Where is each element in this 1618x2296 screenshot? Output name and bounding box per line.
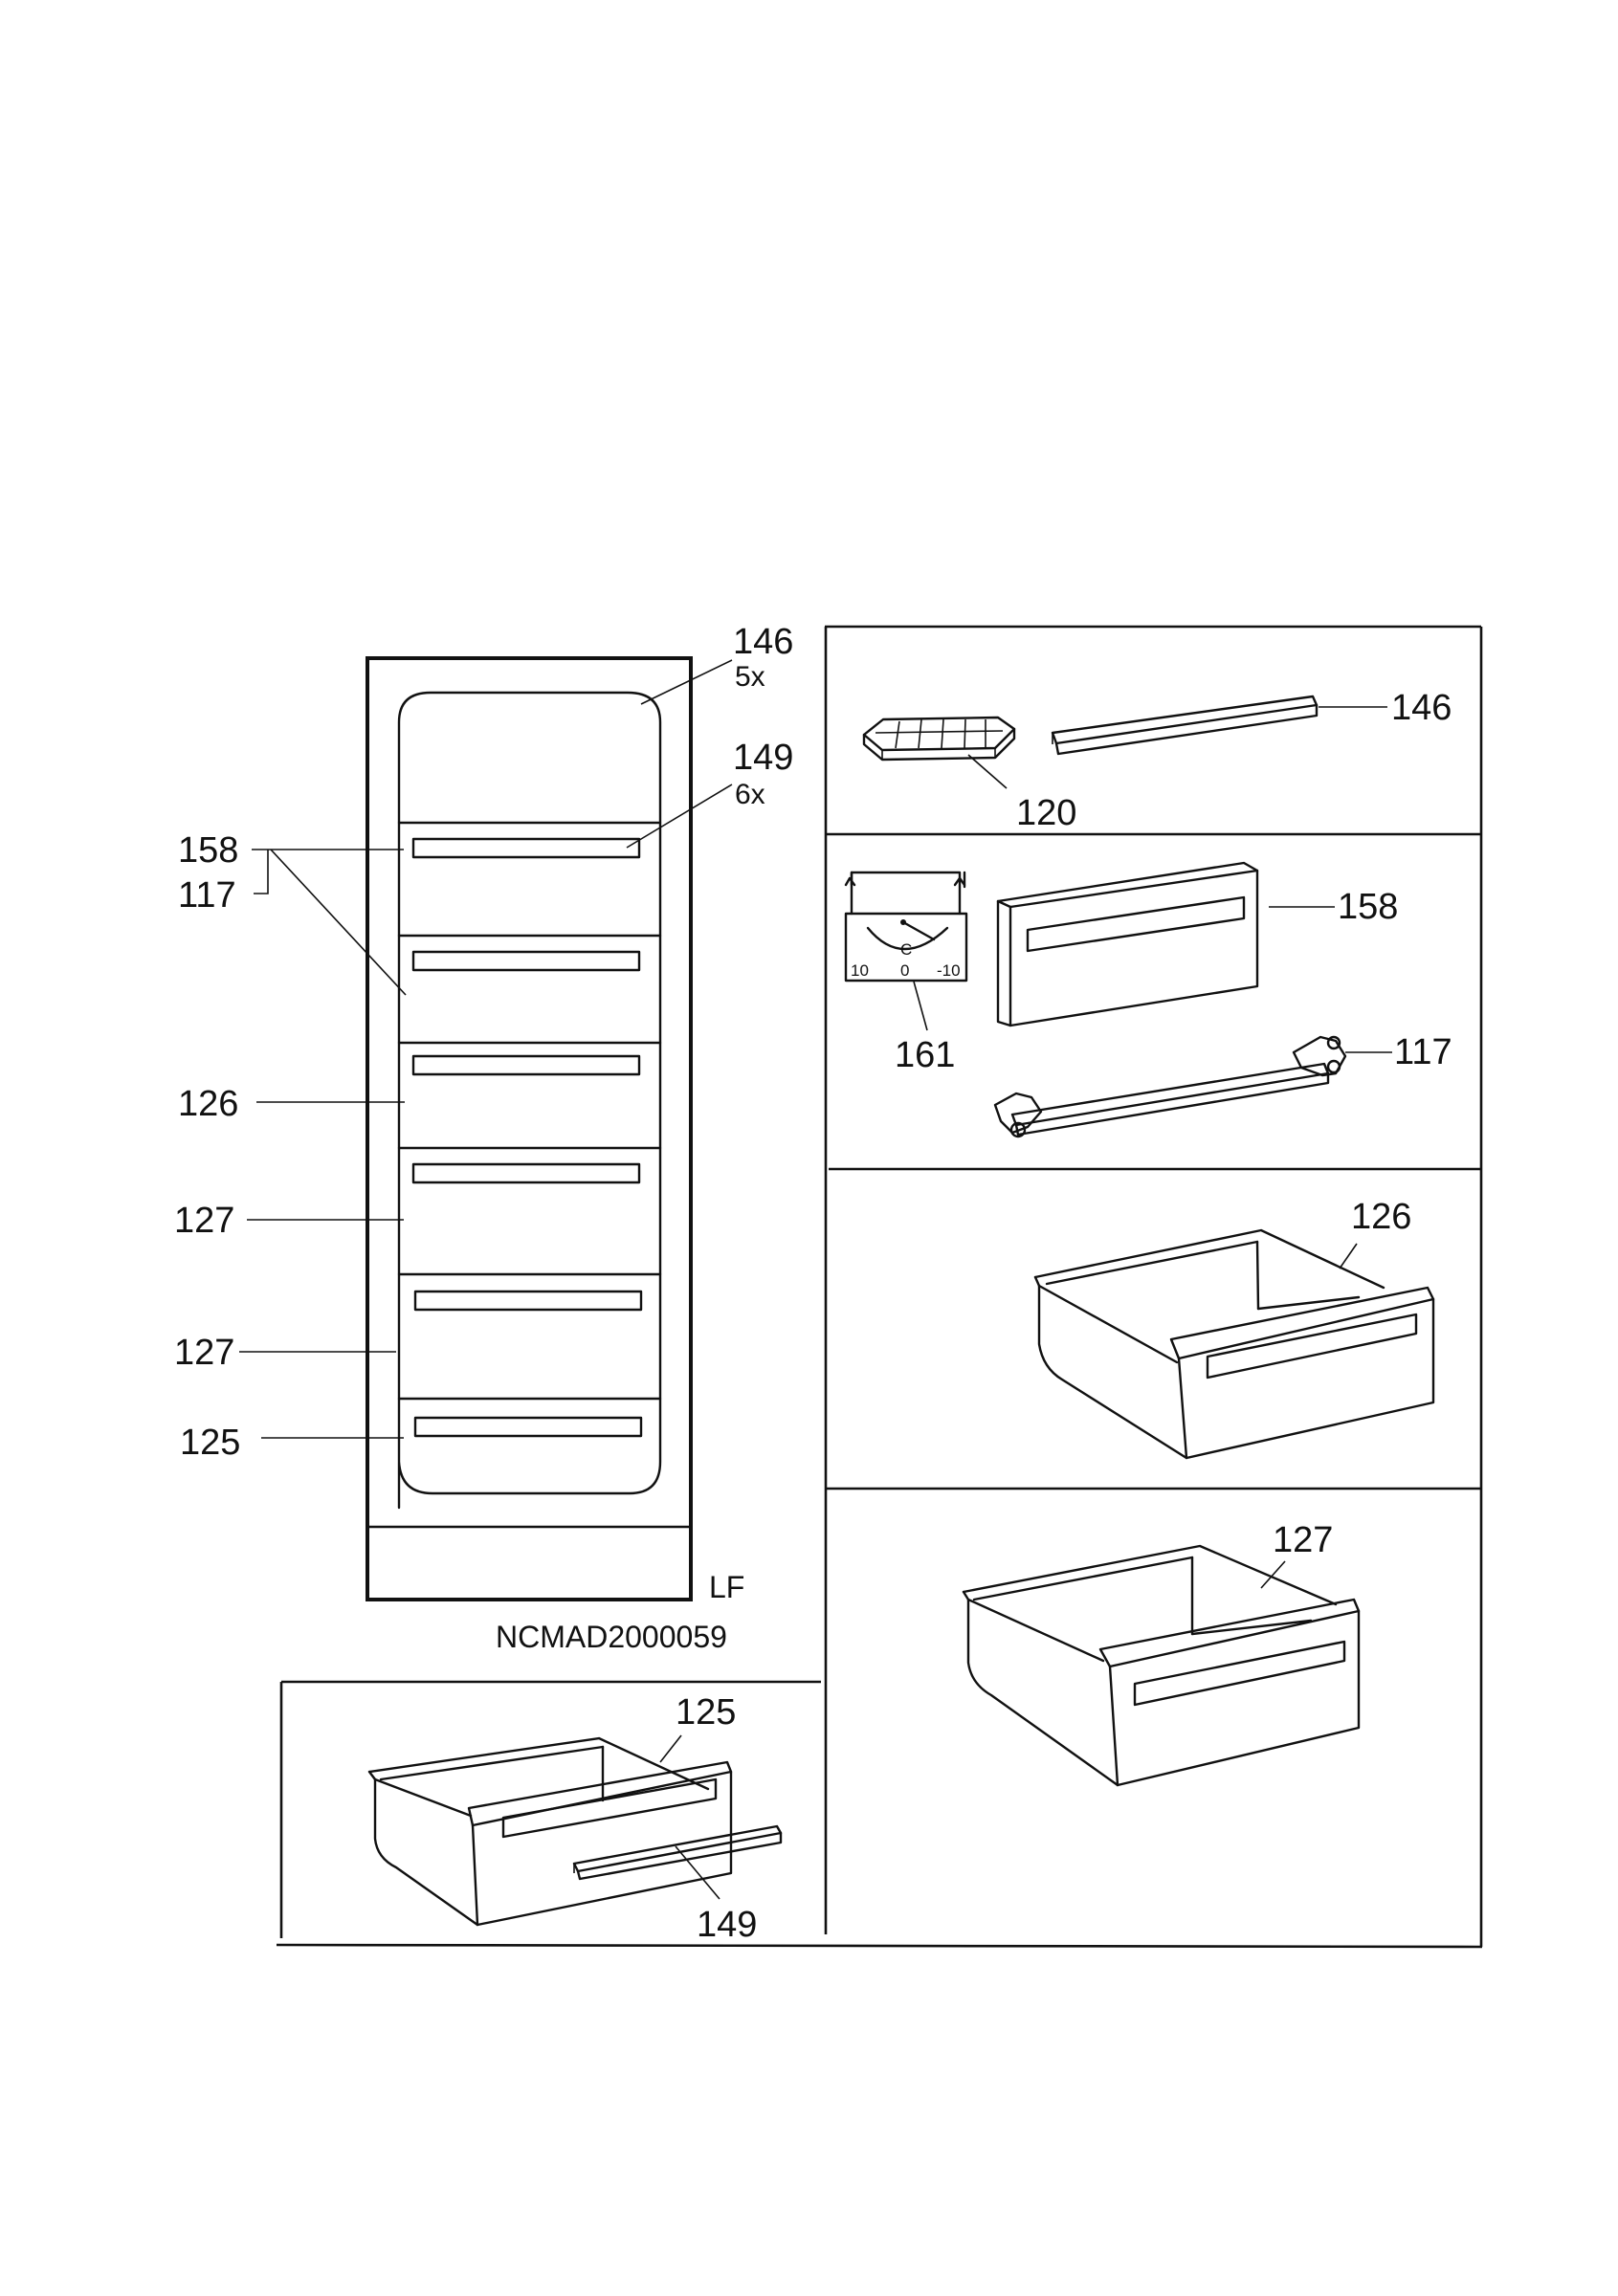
ice-cube-tray-part-120 [862,716,1016,762]
drawer-part-125 [367,1736,733,1927]
label-120: 120 [1016,793,1076,833]
freezer-cabinet [366,656,693,1601]
drawer-handle-2 [411,950,641,972]
drawer-handle-3 [411,1054,641,1076]
drawing-code: NCMAD2000059 [496,1620,727,1654]
drawer-part-127 [962,1544,1361,1787]
label-146: 146 [733,622,793,662]
label-146-strip: 146 [1391,688,1452,728]
label-127-drawer: 127 [1273,1520,1333,1560]
drawer-handle-1 [411,837,641,859]
cabinet-leaders [239,659,733,1439]
drawer-handle-6 [413,1416,643,1438]
variant-code: LF [709,1570,744,1604]
thermometer-scale-0: 0 [900,961,909,980]
label-127-a: 127 [174,1201,234,1241]
label-125-drawer: 125 [676,1692,736,1733]
label-125: 125 [180,1423,240,1463]
label-126: 126 [178,1084,238,1124]
label-149-quantity: 6x [735,779,765,810]
drawer-handle-5 [413,1290,643,1312]
label-146-quantity: 5x [735,661,765,693]
label-117-bar: 117 [1394,1032,1452,1072]
label-149: 149 [733,738,793,778]
thermometer-unit: C [900,940,912,959]
drawer-handle-part-149 [572,1824,783,1881]
label-158-front: 158 [1338,887,1398,927]
thermometer-dial-face [844,912,968,982]
drawer-handle-4 [411,1162,641,1184]
thermometer-part-161: C 10 0 -10 [844,871,968,982]
thermometer-scale-10: 10 [851,961,869,980]
drawer-front-part-158 [996,861,1259,1027]
label-117: 117 [178,875,236,916]
strip-part-146 [1051,695,1319,756]
panel-frames [276,625,1483,1949]
label-158: 158 [178,830,238,871]
label-149-handle: 149 [697,1905,757,1945]
label-127-b: 127 [174,1333,234,1373]
label-161: 161 [895,1035,955,1075]
drawer-part-126 [1033,1228,1435,1460]
thermometer-scale-minus-10: -10 [937,961,961,980]
label-126-drawer: 126 [1351,1197,1411,1237]
drawer-bar-part-117 [993,1035,1347,1138]
